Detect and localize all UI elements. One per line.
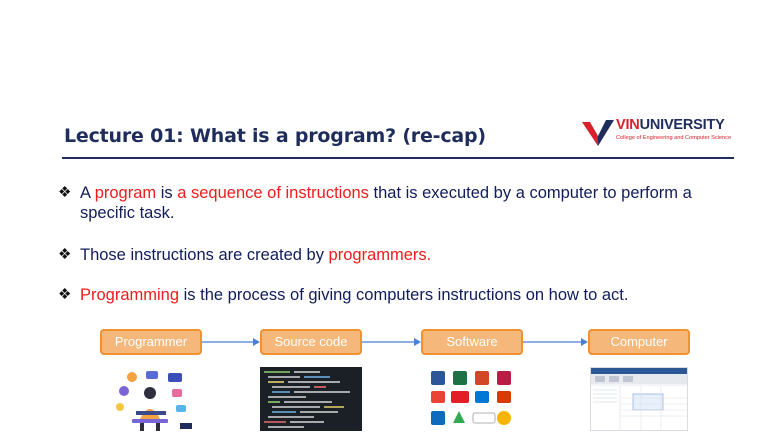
logo-name-vin: VIN bbox=[616, 117, 640, 133]
logo-name: VINUNIVERSITY bbox=[616, 117, 725, 133]
flow-box-programmer: Programmer bbox=[100, 329, 202, 355]
slide-title: Lecture 01: What is a program? (re-cap) bbox=[64, 125, 486, 147]
flow-arrow-icon bbox=[523, 338, 588, 346]
logo-name-university: UNIVERSITY bbox=[639, 117, 725, 133]
software-apps-grid-icon bbox=[421, 367, 521, 431]
bullet-diamond-icon: ❖ bbox=[58, 286, 72, 303]
bullet-text: Programming is the process of giving com… bbox=[80, 285, 746, 305]
computer-spreadsheet-screenshot-icon bbox=[590, 367, 688, 431]
bullet-run: is the process of giving computers instr… bbox=[179, 286, 629, 304]
flow-box-computer: Computer bbox=[588, 329, 690, 355]
logo-subtitle: College of Engineering and Computer Scie… bbox=[616, 135, 732, 141]
flow-box-software: Software bbox=[421, 329, 523, 355]
flow-box-source-code: Source code bbox=[260, 329, 362, 355]
bullet-run: A bbox=[80, 184, 95, 202]
bullet-text: A program is a sequence of instructions … bbox=[80, 183, 746, 223]
bullet-diamond-icon: ❖ bbox=[58, 184, 72, 201]
bullet-run: is bbox=[156, 184, 178, 202]
programmer-illustration-icon bbox=[102, 367, 197, 431]
bullet-text: Those instructions are created by progra… bbox=[80, 245, 746, 265]
bullet-run-highlight: programmers. bbox=[328, 246, 432, 264]
bullet-run: that is executed by a computer to perfor… bbox=[80, 184, 692, 222]
bullet-run-highlight: a sequence of instructions bbox=[177, 184, 369, 202]
bullet-diamond-icon: ❖ bbox=[58, 246, 72, 263]
bullet-run-highlight: Programming bbox=[80, 286, 180, 304]
flow-arrow-icon bbox=[202, 338, 260, 346]
source-code-screenshot-icon bbox=[260, 367, 362, 431]
bullet-run: Those instructions are created by bbox=[80, 246, 329, 264]
vin-logo-mark-icon bbox=[582, 120, 614, 146]
flow-arrow-icon bbox=[362, 338, 421, 346]
vinuniversity-logo: VINUNIVERSITY College of Engineering and… bbox=[582, 114, 742, 154]
title-divider bbox=[62, 157, 734, 159]
bullet-run-highlight: program bbox=[94, 184, 157, 202]
